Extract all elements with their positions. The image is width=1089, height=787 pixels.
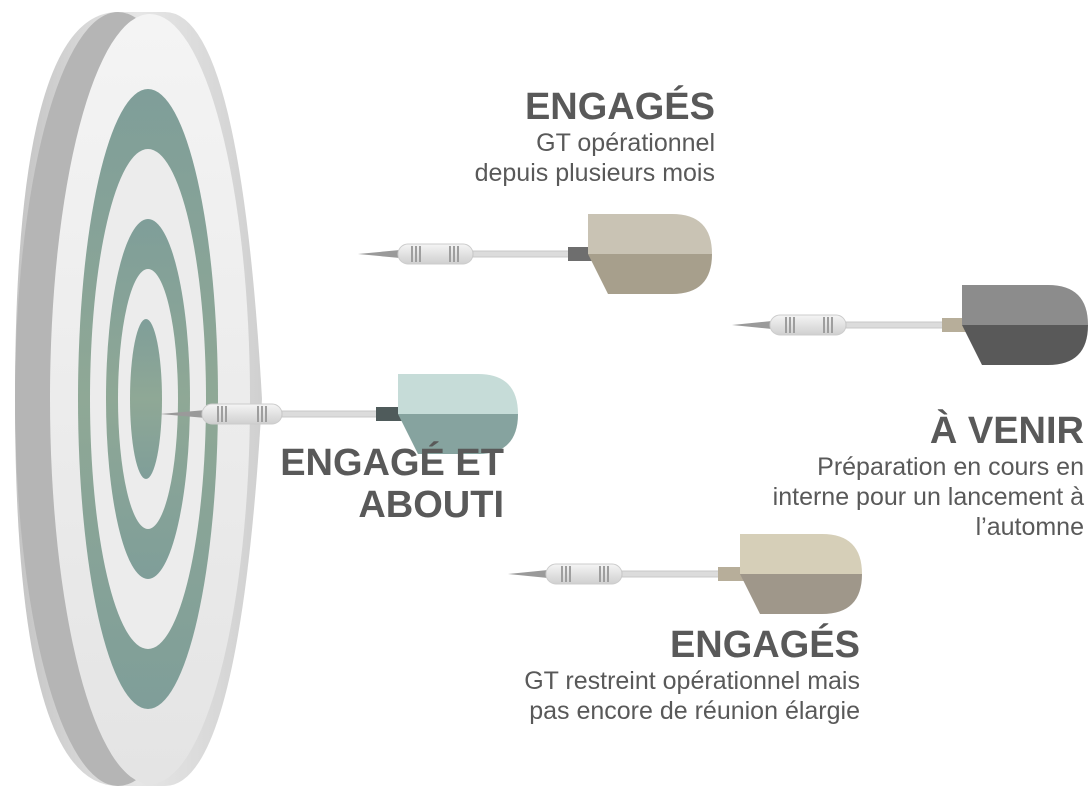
dart-bottom-grip [561,566,609,582]
label-top: ENGAGÉS GT opérationnel depuis plusieurs… [330,86,715,188]
label-top-desc: GT opérationnel depuis plusieurs mois [474,129,715,187]
dartboard [15,12,262,786]
dart-right-flight-upper [962,285,1088,325]
dart-center-tip [160,410,206,418]
dart-center-shaft [281,410,379,418]
label-right: À VENIR Préparation en cours en interne … [730,410,1084,542]
dart-right-barrel [769,314,847,336]
dart-top-barrel [397,243,474,265]
dart-right-flight-lower [962,325,1088,365]
dart-center-flight-upper [398,374,518,414]
dart-right-grip [785,317,833,333]
dart-bottom-flight-upper [740,534,862,574]
label-center: ENGAGÉ ET ABOUTI [260,442,504,526]
dart-top-flight-upper [588,214,712,254]
label-center-title: ENGAGÉ ET ABOUTI [280,442,504,526]
dart-top-grip [411,246,459,262]
dart-top-tip [358,250,400,258]
label-bottom-desc: GT restreint opérationnel mais pas encor… [524,667,860,725]
label-right-title: À VENIR [929,410,1084,452]
dart-top-shaft [472,250,571,258]
dart-top-flight-lower [588,254,712,294]
dart-bottom [508,534,862,614]
board-bullseye [130,319,162,479]
label-top-title: ENGAGÉS [524,86,715,128]
dart-right [732,285,1088,365]
dart-bottom-barrel [545,563,623,585]
dart-right-shaft [845,321,945,329]
dart-bottom-shaft [621,570,721,578]
label-right-desc: Préparation en cours en interne pour un … [772,453,1084,541]
label-bottom: ENGAGÉS GT restreint opérationnel mais p… [470,624,860,726]
dart-right-tip [732,321,772,329]
label-bottom-title: ENGAGÉS [669,624,860,666]
dart-center-grip [217,406,267,422]
dart-top [358,214,712,294]
dart-center-barrel [201,403,283,425]
dart-bottom-tip [508,570,548,578]
dart-center-flight-lower [398,414,518,454]
dart-center [160,374,518,454]
dart-bottom-flight-lower [740,574,862,614]
